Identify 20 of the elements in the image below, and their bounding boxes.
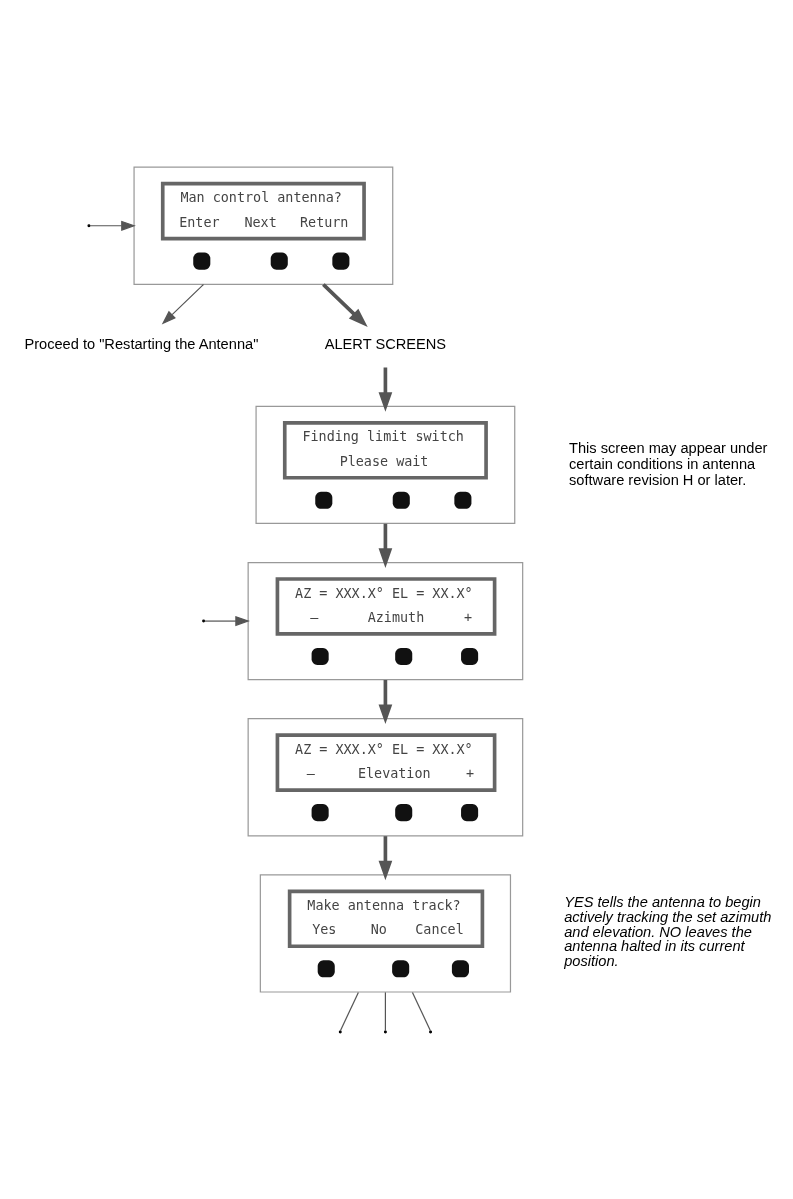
node-label: This screen may appear under certain conditions in antenna software revision H or later. (568, 439, 767, 488)
arrow (321, 282, 368, 327)
connector (384, 991, 386, 1032)
node-label: YES tells the antenna to begin actively tracking the set azimuth and elevation. NO leaves the antenna halted in its current position. (563, 893, 771, 969)
node-text: ALERT SCREENS (324, 335, 446, 352)
arrow (88, 220, 136, 231)
arrow (378, 523, 392, 568)
node-box: Finding limit switch Please wait (254, 405, 515, 524)
node-box: AZ = XXX.X° EL = XX.X° – Azimuth + (247, 561, 523, 680)
arrow (378, 367, 392, 412)
node-text: Proceed to "Restarting the Antenna" (23, 335, 258, 352)
arrow (378, 679, 392, 724)
node-box: Man control antenna? Enter Next Return (132, 166, 393, 285)
connector (411, 991, 431, 1032)
arrow (203, 615, 250, 626)
node-box: Make antenna track? Yes No Cancel (259, 873, 511, 993)
arrow (378, 835, 392, 880)
node-box: AZ = XXX.X° EL = XX.X° – Elevation + (247, 717, 523, 836)
connector (339, 991, 359, 1032)
arrow (161, 283, 204, 325)
